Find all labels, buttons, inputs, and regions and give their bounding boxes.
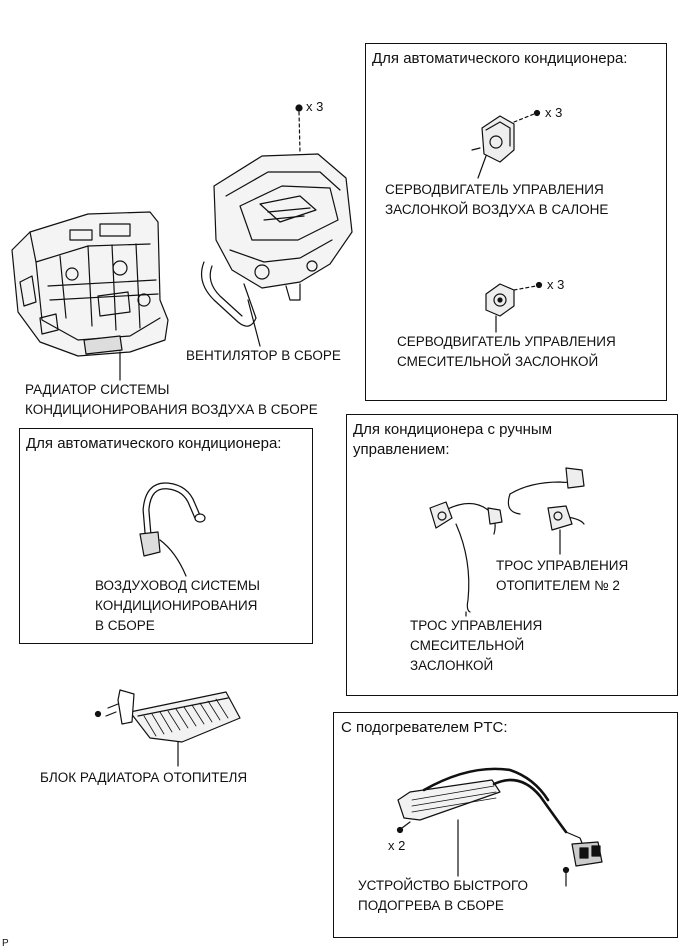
quick-heater-label: УСТРОЙСТВО БЫСТРОГО ПОДОГРЕВА В СБОРЕ	[358, 878, 529, 913]
mixing-servo-drawing	[485, 283, 515, 317]
air-inlet-servo-screw-qty: x 3	[545, 105, 563, 120]
mixing-servo-screw-qty: x 3	[547, 277, 565, 292]
screw-icon	[295, 104, 303, 112]
air-inlet-servo-drawing	[471, 115, 515, 163]
heater-core-drawing	[94, 689, 241, 743]
ptc-heater-frame-title: С подогревателем PTC:	[341, 719, 508, 736]
ptc-heater-frame	[333, 712, 678, 938]
screw-icon	[535, 281, 543, 289]
mixing-cable-label: ТРОС УПРАВЛЕНИЯ СМЕСИТЕЛЬНОЙ ЗАСЛОНКОЙ	[410, 618, 543, 673]
heater-cable-2-label: ТРОС УПРАВЛЕНИЯ ОТОПИТЕЛЕМ № 2	[496, 558, 629, 593]
air-duct-leader	[159, 539, 187, 577]
blower-assembly-drawing	[201, 153, 353, 327]
evaporator-label: РАДИАТОР СИСТЕМЫ КОНДИЦИОНИРОВАНИЯ ВОЗДУ…	[25, 382, 318, 417]
auto-ac-servo-frame	[365, 43, 667, 401]
air-inlet-servo-label: СЕРВОДВИГАТЕЛЬ УПРАВЛЕНИЯ ЗАСЛОНКОЙ ВОЗД…	[385, 182, 609, 217]
mixing-servo-screw-leader	[513, 285, 537, 291]
auto-ac-duct-frame-title: Для автоматического кондиционера:	[26, 435, 282, 452]
control-cables-drawing	[429, 467, 585, 613]
manual-ac-frame	[346, 414, 678, 696]
blower-screw-leader	[298, 111, 301, 153]
manual-ac-frame-title: Для кондиционера с ручным управлением:	[353, 421, 553, 458]
quick-heater-drawing	[396, 767, 603, 887]
evaporator-unit-drawing	[11, 211, 169, 357]
mixing-servo-label: СЕРВОДВИГАТЕЛЬ УПРАВЛЕНИЯ СМЕСИТЕЛЬНОЙ З…	[397, 334, 616, 369]
air-duct-drawing	[139, 482, 206, 557]
ptc-screw-qty: x 2	[388, 838, 406, 853]
auto-ac-duct-frame	[19, 428, 313, 644]
auto-ac-servo-frame-title: Для автоматического кондиционера:	[372, 50, 628, 67]
heater-core-label: БЛОК РАДИАТОРА ОТОПИТЕЛЯ	[40, 770, 248, 785]
screw-icon	[533, 109, 541, 117]
blower-leader	[247, 299, 261, 347]
figure-code: P	[2, 938, 9, 949]
blower-label: ВЕНТИЛЯТОР В СБОРЕ	[186, 348, 341, 363]
blower-screw-qty: x 3	[306, 99, 324, 114]
servo-screw-leader	[513, 113, 535, 123]
air-duct-label: ВОЗДУХОВОД СИСТЕМЫ КОНДИЦИОНИРОВАНИЯ В С…	[95, 578, 260, 633]
air-inlet-servo-leader	[477, 155, 487, 179]
